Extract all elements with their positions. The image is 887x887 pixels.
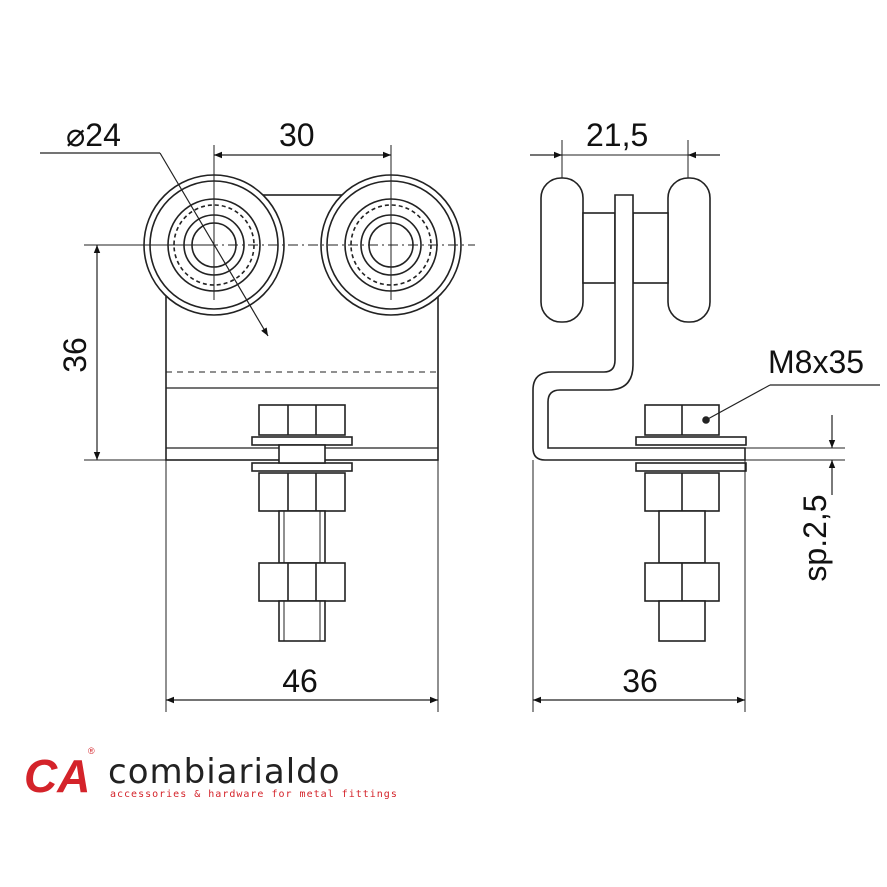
dim-side-width: 21,5 — [586, 117, 648, 153]
dim-height: 36 — [57, 337, 93, 373]
dim-wheel-diameter: ⌀24 — [66, 117, 121, 153]
side-view — [530, 140, 880, 712]
logo-tagline: accessories & hardware for metal fitting… — [110, 789, 398, 800]
logo-mark: CA — [24, 750, 90, 802]
logo-name: combiarialdo — [108, 752, 341, 792]
side-wheel-left — [540, 177, 584, 323]
front-bolt — [251, 404, 353, 642]
dim-side-base: 36 — [622, 663, 658, 699]
dim-bolt: M8x35 — [768, 344, 864, 380]
dim-front-width: 46 — [282, 663, 318, 699]
brand-logo: CA ® combiarialdo accessories & hardware… — [24, 746, 398, 802]
side-bracket — [532, 194, 746, 461]
side-bolt — [635, 404, 747, 642]
side-wheel-right — [667, 177, 711, 323]
dim-wheel-spacing: 30 — [279, 117, 315, 153]
dim-thickness: sp.2,5 — [797, 494, 833, 581]
logo-registered: ® — [88, 746, 95, 756]
front-view — [40, 145, 475, 712]
